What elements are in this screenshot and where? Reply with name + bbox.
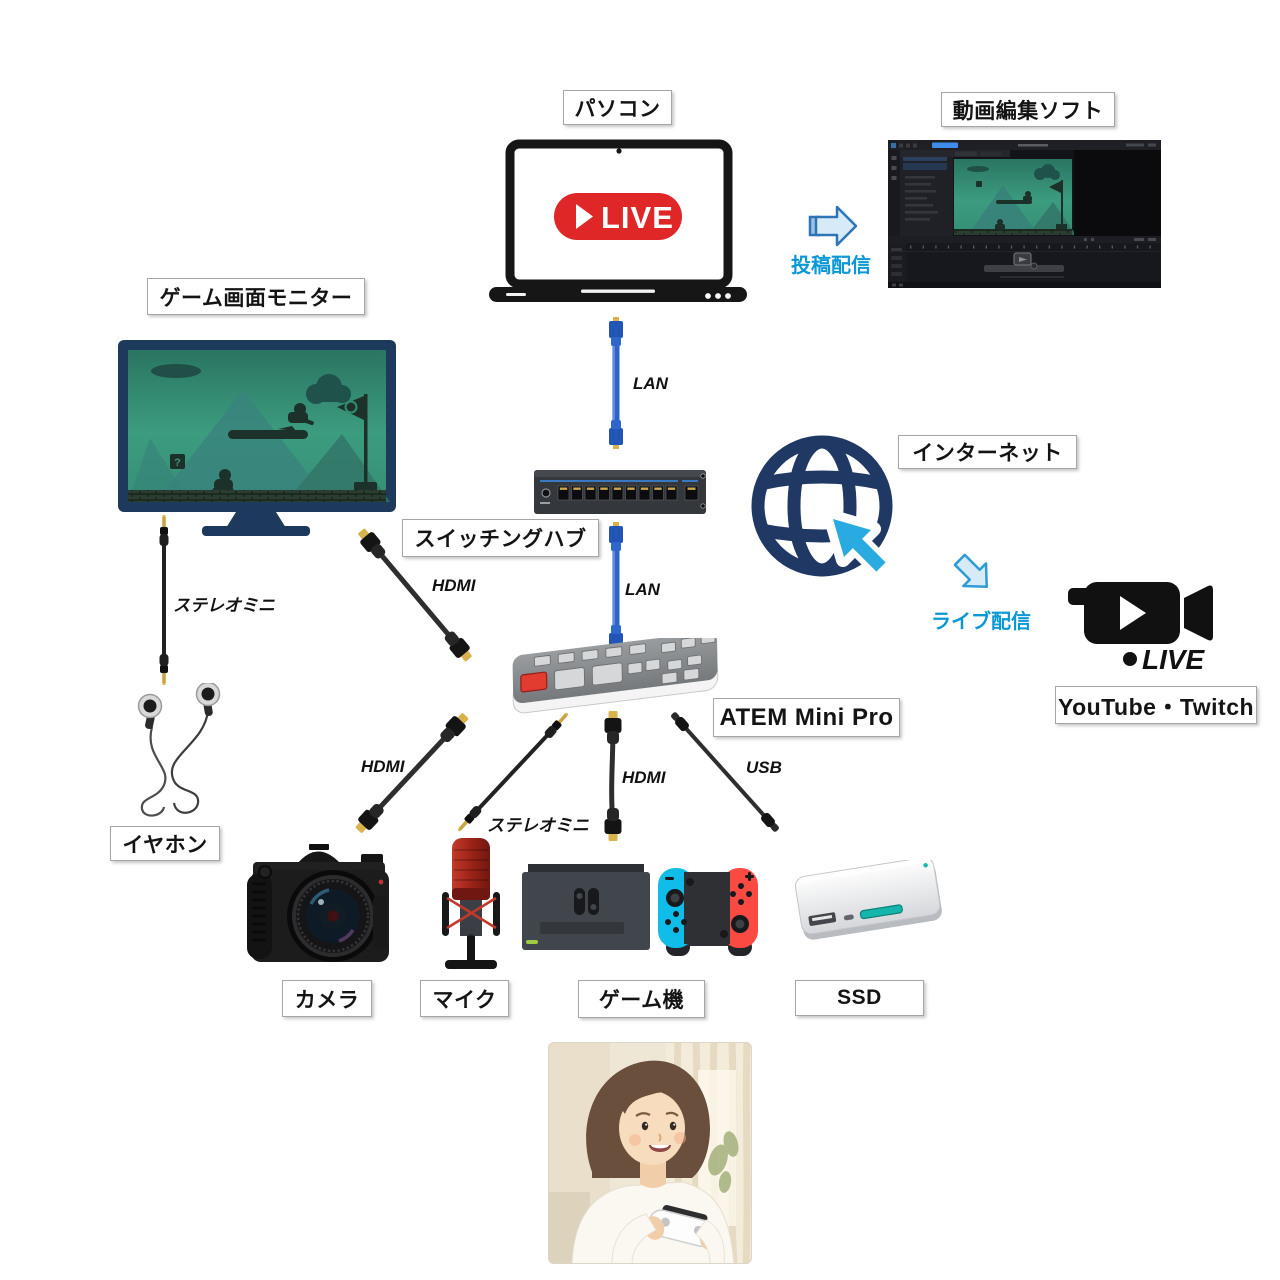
hdmi-console-label: HDMI [622, 768, 665, 788]
label-pc-text: パソコン [574, 97, 661, 121]
jumping-character [278, 403, 314, 431]
internet-globe-cursor-icon [751, 435, 893, 579]
svg-text:?: ? [174, 457, 181, 469]
ethernet-ports [557, 485, 699, 501]
stereo-monitor-text: ステレオミニ [173, 596, 275, 615]
laptop-icon: LIVE [489, 139, 747, 302]
svg-text:LIVE: LIVE [601, 200, 674, 235]
game-monitor-icon: ? [118, 340, 396, 536]
label-youtube-twitch-text: YouTube・Twitch [1057, 694, 1255, 720]
stereo-cable-mic [455, 710, 571, 834]
label-earphone: イヤホン [110, 826, 220, 861]
label-ssd: SSD [795, 980, 924, 1016]
label-atem-text: ATEM Mini Pro [719, 703, 894, 731]
label-game-console: ゲーム機 [578, 980, 705, 1018]
webcam-dot [616, 148, 622, 154]
label-camera-text: カメラ [294, 988, 360, 1012]
label-atem: ATEM Mini Pro [713, 698, 900, 737]
cursor-icon [823, 509, 893, 579]
stereo-mic-text: ステレオミニ [487, 816, 589, 835]
label-internet: インターネット [898, 435, 1077, 469]
label-mic-text: マイク [432, 988, 497, 1012]
game-console-icon [522, 864, 758, 956]
label-game-console-text: ゲーム機 [598, 989, 685, 1012]
label-mic: マイク [420, 980, 509, 1017]
svg-text:LIVE: LIVE [1142, 644, 1206, 675]
label-earphone-text: イヤホン [122, 833, 208, 857]
gamer-photo [548, 1042, 752, 1264]
lan-hub-atem-label: LAN [625, 580, 660, 600]
atem-red-button [520, 671, 548, 693]
lan-pc-hub-text: LAN [633, 374, 668, 393]
label-video-editor-text: 動画編集ソフト [952, 99, 1104, 123]
hdmi-camera-text: HDMI [361, 757, 405, 776]
live-arrow-icon [953, 553, 988, 588]
stereo-cable-monitor [159, 514, 169, 686]
label-switching-hub: スイッチングハブ [402, 519, 599, 557]
hdmi-console-text: HDMI [622, 768, 666, 787]
usb-ssd-label: USB [746, 758, 782, 778]
lan-hub-atem-text: LAN [625, 580, 660, 599]
hdmi-cable-monitor [354, 525, 476, 664]
live-camera-icon: LIVE [1068, 582, 1213, 675]
live-caption: LIVE [1123, 644, 1206, 675]
question-block: ? [170, 454, 185, 469]
lan-cable-pc-hub [609, 317, 623, 449]
label-ssd-text: SSD [837, 986, 882, 1009]
lan-cable-hub-atem [609, 522, 623, 654]
label-video-editor: 動画編集ソフト [941, 92, 1115, 127]
editor-preview [954, 159, 1076, 235]
stereo-monitor-label: ステレオミニ [173, 591, 275, 616]
label-game-monitor-text: ゲーム画面モニター [159, 286, 353, 310]
usb-cable-ssd [668, 710, 782, 834]
atem-buttons [533, 638, 716, 691]
usb-ssd-text: USB [746, 758, 782, 777]
label-pc: パソコン [563, 90, 672, 125]
ssd-icon [794, 860, 942, 940]
post-arrow-icon [808, 205, 858, 247]
camera-icon [247, 844, 389, 962]
joycon-right [722, 868, 758, 948]
post-flow-label: 投稿配信 [782, 249, 880, 278]
shock-mount-elastics [446, 896, 497, 930]
label-camera: カメラ [282, 980, 372, 1017]
live-flow-label: ライブ配信 [922, 605, 1040, 634]
post-flow-text: 投稿配信 [791, 255, 871, 277]
label-game-monitor: ゲーム画面モニター [147, 278, 365, 315]
earphones-icon [137, 683, 221, 817]
label-youtube-twitch: YouTube・Twitch [1055, 686, 1257, 724]
label-internet-text: インターネット [912, 442, 1063, 465]
hdmi-camera-label: HDMI [361, 757, 404, 777]
video-editor-window [888, 140, 1161, 288]
plant [708, 1131, 739, 1193]
live-flow-text: ライブ配信 [931, 611, 1031, 633]
hdmi-monitor-text: HDMI [432, 576, 476, 595]
game-screen: ? [128, 350, 390, 502]
switch-logo [574, 888, 599, 915]
ssd-ports [808, 904, 903, 926]
hdmi-monitor-label: HDMI [432, 576, 475, 596]
stereo-mic-label: ステレオミニ [487, 811, 589, 836]
label-switching-hub-text: スイッチングハブ [414, 528, 587, 551]
live-badge: LIVE [554, 193, 682, 240]
hdmi-cable-camera [352, 710, 472, 837]
microphone-icon [442, 838, 500, 969]
atem-mini-pro-icon [512, 638, 719, 714]
lan-pc-hub-label: LAN [633, 374, 668, 394]
network-switch-icon [534, 470, 706, 514]
hdmi-cable-console [604, 711, 622, 841]
